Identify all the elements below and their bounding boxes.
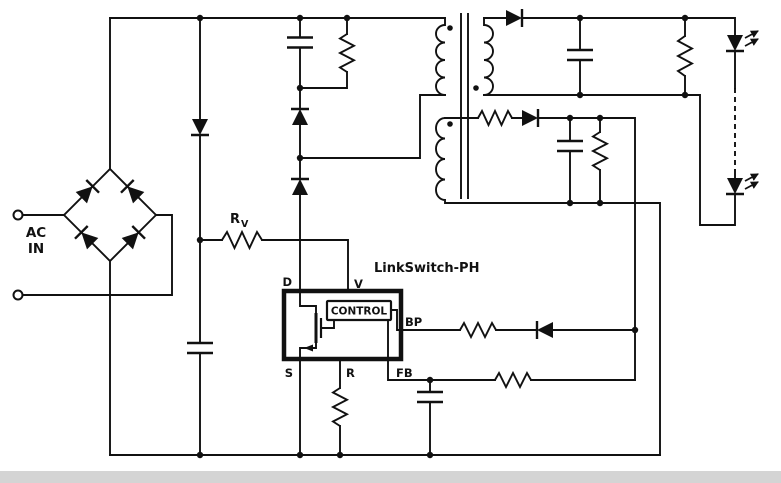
output-wires [483, 17, 736, 226]
clamp-network [285, 17, 446, 292]
ac-terminal-bottom [12, 289, 24, 301]
diode-symbol [189, 117, 211, 137]
diode-symbol [535, 319, 555, 341]
fb-network [387, 358, 636, 456]
led-light-arrow [744, 181, 759, 190]
linkswitch-ph-ic: CONTROL LinkSwitch-PH D V BP S R FB [281, 261, 479, 380]
junction-dots [196, 14, 689, 459]
phasing-dot [473, 85, 479, 91]
pin-wires [299, 358, 341, 456]
source-and-r-pin-branches [299, 358, 350, 456]
preload-resistor-symbol [675, 35, 695, 77]
transformer [435, 13, 661, 456]
diode-symbol [289, 177, 311, 197]
clamp-wires [299, 17, 446, 292]
rv-wires [199, 239, 349, 292]
label-pin-v: V [354, 277, 363, 291]
secondary-winding [483, 17, 494, 96]
transformer-core [460, 13, 469, 199]
bottom-artifact-bar [0, 471, 781, 483]
ac-input: AC IN [12, 209, 173, 301]
led-symbol [724, 176, 746, 196]
resistor-symbol [494, 370, 532, 390]
resistor-symbol [221, 229, 263, 251]
pin-labels: D V BP S R FB [282, 275, 422, 380]
phasing-dot [447, 121, 453, 127]
bridge-rectifier [62, 17, 158, 456]
control-block [325, 299, 393, 322]
line-sense-resistor-rv: R V [199, 212, 349, 292]
label-rv-subscript: V [241, 219, 249, 230]
label-device-name: LinkSwitch-PH [374, 261, 479, 276]
label-ac: AC [26, 225, 46, 241]
bias-winding [435, 117, 661, 456]
primary-winding [435, 17, 446, 96]
label-pin-bp: BP [405, 315, 422, 329]
capacitor-symbol [555, 139, 585, 153]
resistor-symbol [337, 33, 357, 73]
bias-supply [477, 107, 636, 381]
diode-symbol [520, 107, 540, 129]
output-section [483, 7, 759, 226]
led-string [724, 30, 759, 196]
led-light-arrow [744, 173, 759, 182]
output-capacitor-symbol [565, 48, 595, 62]
resistor-symbol [590, 131, 610, 171]
resistor-symbol [330, 387, 350, 427]
capacitor-symbol [185, 341, 215, 355]
mosfet-arrow [304, 344, 313, 352]
output-rectifier-diode-symbol [504, 7, 524, 29]
resistor-symbol [477, 108, 513, 128]
label-pin-s: S [285, 366, 293, 380]
resistor-symbol [459, 320, 497, 340]
led-light-arrow [744, 30, 759, 39]
label-pin-fb: FB [396, 366, 413, 380]
phasing-dot [447, 25, 453, 31]
fb-wires [387, 358, 636, 456]
label-rv: R [230, 212, 240, 227]
bp-feed-network [400, 319, 636, 341]
led-symbol [724, 33, 746, 53]
rails [109, 17, 661, 456]
input-diode-capacitor-branch [185, 17, 215, 456]
led-light-arrow [744, 38, 759, 47]
ac-terminal-top [12, 209, 24, 221]
diode-symbol [289, 107, 311, 127]
ac-lead-wires [21, 214, 173, 296]
label-in: IN [28, 241, 44, 257]
mosfet-symbol [304, 313, 323, 352]
label-control: CONTROL [331, 306, 388, 318]
capacitor-symbol [415, 390, 445, 404]
bias-wires [511, 117, 636, 381]
label-pin-r: R [346, 366, 355, 380]
capacitor-symbol [285, 36, 315, 49]
bridge-wires [62, 17, 158, 456]
label-pin-d: D [282, 275, 292, 289]
